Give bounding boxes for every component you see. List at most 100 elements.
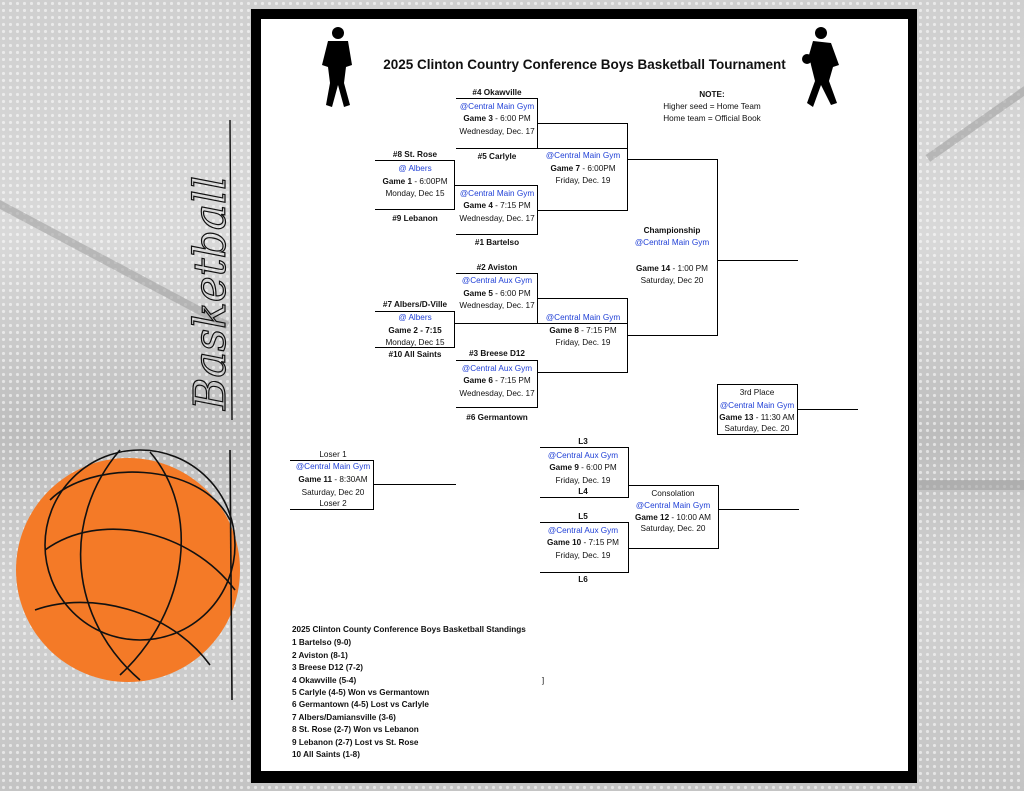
- g4-line-right: [537, 185, 539, 235]
- g2-output: [455, 323, 457, 325]
- g3-team-bottom: #5 Carlyle: [477, 152, 517, 161]
- g13-time: - 11:30 AM: [753, 413, 795, 422]
- g9-game: Game 9 - 6:00 PM: [549, 463, 616, 473]
- g12-time: - 10:00 AM: [669, 513, 712, 522]
- g4-game: Game 4 - 7:15 PM: [463, 201, 530, 211]
- ball-seam-bottom: [917, 480, 1024, 490]
- stray-bracket-mark: ]: [541, 676, 545, 685]
- g9-team-top: L3: [578, 437, 588, 446]
- g11-game-label: Game 11: [298, 475, 333, 484]
- g7-output: [628, 159, 718, 161]
- g12-line-right: [718, 485, 720, 549]
- standings-row-8: 8 St. Rose (2-7) Won vs Lebanon: [292, 725, 419, 734]
- g12-game: Game 12 - 10:00 AM: [635, 513, 711, 523]
- g13-game-label: Game 13: [719, 413, 754, 422]
- g14-label: Championship: [643, 226, 701, 235]
- g3-line-right: [537, 98, 539, 149]
- g11-game: Game 11 - 8:30AM: [298, 475, 367, 485]
- g10-team-top: L5: [578, 512, 588, 521]
- g12-game-label: Game 12: [634, 513, 670, 522]
- g6-line-right: [537, 360, 539, 408]
- g8-date: Friday, Dec. 19: [555, 338, 611, 347]
- g11-date: Saturday, Dec 20: [301, 488, 365, 497]
- g12-label: Consolation: [651, 489, 695, 498]
- ball-line-art: [34, 449, 236, 700]
- g2-team-top: #7 Albers/D-Ville: [382, 300, 448, 309]
- g2-time: - 7:15: [417, 326, 442, 335]
- g10-team-bottom: L6: [578, 575, 588, 584]
- standings-row-7: 7 Albers/Damiansville (3-6): [292, 713, 396, 722]
- g8-game-label: Game 8: [549, 326, 579, 335]
- g13-line-bottom: [717, 434, 798, 436]
- g3-date: Wednesday, Dec. 17: [459, 127, 535, 136]
- g5-team-top: #2 Aviston: [476, 263, 518, 272]
- g10-time: - 7:15 PM: [581, 538, 619, 547]
- g8-line-right: [627, 298, 629, 373]
- player-silhouette-right-icon: [802, 27, 839, 107]
- g14-game-label: Game 14: [636, 264, 671, 273]
- g13-line-right: [797, 384, 799, 435]
- g6-site: @Central Aux Gym: [461, 364, 533, 373]
- ball-fill: [16, 458, 240, 682]
- g6-time: - 7:15 PM: [492, 376, 531, 385]
- player-silhouette-left-icon: [322, 27, 352, 107]
- g3-time: - 6:00 PM: [492, 114, 531, 123]
- g5-line-bottom: [456, 323, 628, 325]
- g14-game: Game 14 - 1:00 PM: [636, 264, 708, 274]
- g1-line-top: [375, 160, 455, 162]
- g11-line-top: [290, 460, 374, 462]
- g12-site: @Central Main Gym: [635, 501, 711, 510]
- g7-game: Game 7 - 6:00PM: [550, 164, 615, 174]
- g2-game: Game 2 - 7:15: [388, 326, 441, 336]
- g4-time: - 7:15 PM: [492, 201, 531, 210]
- g9-site: @Central Aux Gym: [547, 451, 619, 460]
- g2-game-label: Game 2: [388, 326, 418, 335]
- note-line-2: Home team = Official Book: [663, 114, 761, 123]
- g8-line-top: [538, 298, 628, 300]
- g11-team-top: Loser 1: [319, 450, 347, 459]
- g9-game-label: Game 9: [549, 463, 579, 472]
- g3-line-bottom: [456, 148, 628, 150]
- g5-date: Wednesday, Dec. 17: [459, 301, 535, 310]
- g1-date: Monday, Dec 15: [385, 189, 445, 198]
- g9-line-right: [628, 447, 630, 498]
- g8-site: @Central Main Gym: [545, 313, 621, 322]
- g1-team-bottom: #9 Lebanon: [392, 214, 438, 223]
- g12-line-top: [629, 485, 719, 487]
- g10-line-top: [540, 522, 629, 524]
- g6-line-bottom: [456, 407, 538, 409]
- g4-game-label: Game 4: [463, 201, 493, 210]
- g11-line-right: [373, 460, 375, 510]
- g6-output: [538, 372, 628, 374]
- g6-date: Wednesday, Dec. 17: [459, 389, 535, 398]
- consolation-line: [719, 509, 799, 511]
- g6-team-top: #3 Breese D12: [469, 349, 525, 358]
- g7-time: - 6:00PM: [580, 164, 616, 173]
- bracket-sheet: 2025 Clinton Country Conference Boys Bas…: [261, 19, 908, 771]
- g7-line-right: [627, 123, 629, 211]
- g9-date: Friday, Dec. 19: [555, 476, 611, 485]
- g10-date: Friday, Dec. 19: [555, 551, 611, 560]
- g9-line-bottom: [540, 497, 629, 499]
- g13-line-left: [717, 384, 719, 435]
- g1-line-right: [454, 160, 456, 210]
- g1-time: - 6:00PM: [412, 177, 448, 186]
- standings-row-6: 6 Germantown (4-5) Lost vs Carlyle: [292, 700, 429, 709]
- g9-time: - 6:00 PM: [578, 463, 617, 472]
- g1-line-bottom: [375, 209, 455, 211]
- champion-line: [718, 260, 798, 262]
- g9-team-bottom: L4: [578, 487, 588, 496]
- standings-row-2: 2 Aviston (8-1): [292, 651, 348, 660]
- g10-line-bottom: [540, 572, 629, 574]
- orange-basketball-illustration: [16, 449, 240, 700]
- g13-label: 3rd Place: [739, 388, 775, 397]
- g10-game: Game 10 - 7:15 PM: [547, 538, 619, 548]
- g10-game-label: Game 10: [547, 538, 582, 547]
- g12-line-bottom: [629, 548, 719, 550]
- g4-line-bottom: [456, 234, 538, 236]
- g1-game-label: Game 1: [382, 177, 413, 186]
- g6-game-label: Game 6: [463, 376, 493, 385]
- g10-line-right: [628, 522, 630, 573]
- g3-line-top: [456, 98, 538, 100]
- g14-time: - 1:00 PM: [670, 264, 708, 273]
